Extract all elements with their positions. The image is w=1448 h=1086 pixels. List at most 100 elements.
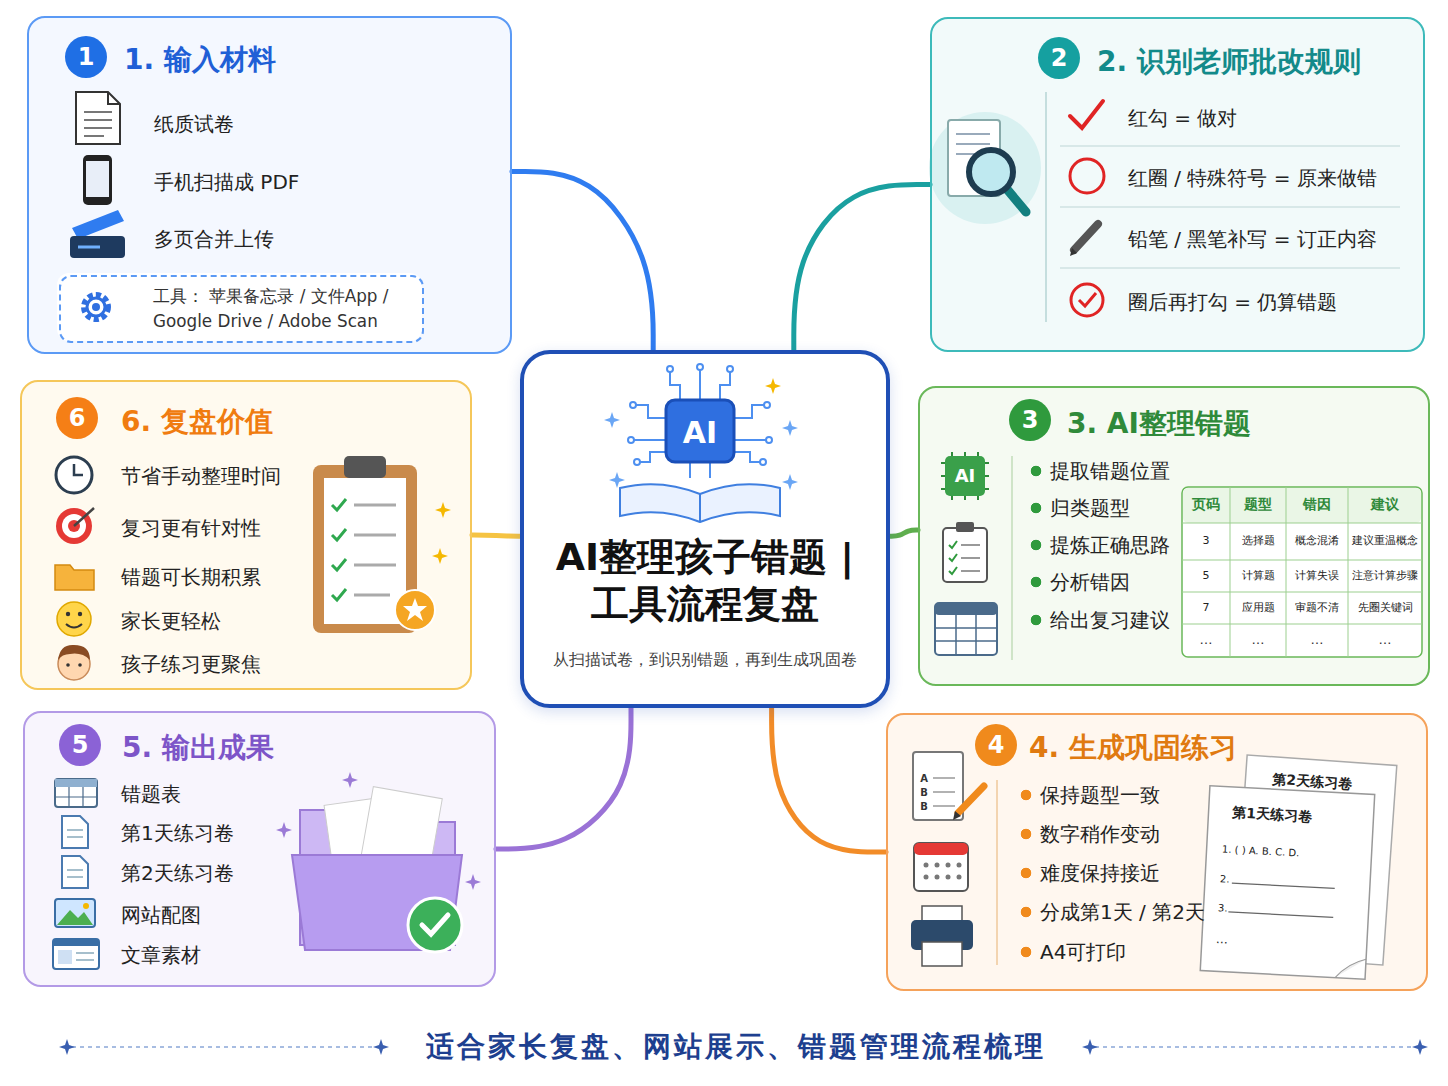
node-item: 难度保持接近 [1020,860,1160,886]
ai-chip-illustration [628,364,772,478]
chip-label: AI [955,466,976,486]
table-cell: 错因 [1303,497,1331,512]
branch-connector [496,708,631,849]
caption: 适合家长复盘、网站展示、错题管理流程梳理 [426,1032,1046,1063]
node-item: 保持题型一致 [1020,782,1160,808]
branch-connector [512,171,653,350]
callout-circles [56,36,1080,766]
node-item: A4可打印 [1020,939,1126,965]
sparkles [604,412,798,490]
callout-number: 3 [1022,407,1039,433]
table-cell: 审题不清 [1295,602,1339,614]
node-item: 提炼正确思路 [1030,532,1170,558]
node-item: 手机扫描成 PDF [154,169,299,195]
node-item: 归类题型 [1030,495,1130,521]
output-icons [53,779,462,969]
table-cell: 计算失误 [1295,570,1339,582]
node-item: 复习更有针对性 [121,515,261,541]
table-cell: 题型 [1244,497,1272,512]
node-item: 文章素材 [121,942,201,968]
worksheet-text: 第1天练习卷 [1232,805,1312,825]
node-item: 多页合并上传 [154,226,274,252]
chip-label: AI [683,416,717,449]
table-cell: 建议重温概念 [1352,535,1418,547]
node-heading: 1. 输入材料 [124,42,276,78]
branch-connector [472,535,520,536]
worksheet-text: … [1216,933,1229,947]
node-item: 分成第1天 / 第2天 [1020,899,1205,925]
table-cell: 注意计算步骤 [1352,570,1418,582]
input-icons [70,92,125,319]
table-cell: … [1379,633,1392,647]
practice-icons [911,752,1397,979]
node-item: 节省手动整理时间 [121,463,281,489]
node-item: 错题可长期积累 [121,564,261,590]
node-item: 家长更轻松 [121,608,221,634]
node-heading: 5. 输出成果 [122,730,274,766]
node-item: 给出复习建议 [1030,607,1170,633]
node-item: 孩子练习更聚焦 [121,651,261,677]
worksheet-text: 2. [1220,873,1230,884]
branch-connector [890,530,918,536]
branch-panel: 5. 输出成果错题表第1天练习卷第2天练习卷网站配图文章素材 [23,711,496,987]
table-cell: 选择题 [1242,535,1275,547]
tool-note-box: 工具： 苹果备忘录 / 文件App / Google Drive / Adobe… [59,275,424,343]
node-item: 从扫描试卷，到识别错题，再到生成巩固卷 [553,650,857,671]
worksheet-text: B [920,787,928,798]
branch-panel: 2. 识别老师批改规则红勾 = 做对红圈 / 特殊符号 = 原来做错铅笔 / 黑… [930,17,1425,352]
sparkles [276,772,481,890]
callout-number: 6 [69,405,86,431]
node-item: 铅笔 / 黑笔补写 = 订正内容 [1128,226,1377,252]
panel-grounds [20,16,1430,991]
worksheet-text: 1. ( ) A. B. C. D. [1222,843,1300,858]
node-item: 红勾 = 做对 [1128,105,1237,131]
table-cell: 建议 [1371,497,1399,512]
worksheet-text: B [920,801,928,812]
callout-number: 5 [72,732,89,758]
branch-panel: 1. 输入材料纸质试卷手机扫描成 PDF 多页合并上传工具： 苹果备忘录 / 文件… [27,16,512,354]
node-item: 红圈 / 特殊符号 = 原来做错 [1128,165,1377,191]
table-cell: 3 [1203,535,1210,547]
value-icons [55,456,435,680]
node-item: 提取错题位置 [1030,458,1170,484]
branch-panel: 6. 复盘价值节省手动整理时间复习更有针对性错题可长期积累家长更轻松孩子练习更聚… [20,380,472,690]
table-cell: … [1200,633,1213,647]
node-heading: 4. 生成巩固练习 [1029,730,1237,766]
callout-number: 1 [78,44,95,70]
worksheet-text: A [920,773,928,784]
rule-icons [929,92,1400,322]
node-item: 网站配图 [121,902,201,928]
node-item: 纸质试卷 [154,111,234,137]
table-cell: 页码 [1192,497,1220,512]
table-cell: 先圈关键词 [1358,602,1413,614]
table-cell: 计算题 [1242,570,1275,582]
callout-number: 4 [988,732,1005,758]
organize-icons [935,452,1422,660]
node-item: 圈后再打勾 = 仍算错题 [1128,289,1337,315]
node-heading: AI整理孩子错题 | 工具流程复盘 [524,534,886,628]
ai-chip [666,400,734,462]
node-heading: 6. 复盘价值 [121,404,273,440]
node-heading: 2. 识别老师批改规则 [1097,44,1361,80]
table-cell: 应用题 [1242,602,1275,614]
node-item: 错题表 [121,781,181,807]
node-item: 第2天练习卷 [121,860,234,886]
node-item: 第1天练习卷 [121,820,234,846]
table-cell: 概念混淆 [1295,535,1339,547]
node-heading: 3. AI整理错题 [1067,406,1251,442]
worksheet-text: 3. [1218,902,1228,913]
branch-connector [794,185,930,351]
node-item: 分析错因 [1030,569,1130,595]
book [620,484,780,522]
node-item: 数字稍作变动 [1020,821,1160,847]
table-cell: … [1311,633,1324,647]
node-heading: 工具： 苹果备忘录 / 文件App / Google Drive / Adobe… [153,284,421,334]
branch-panel: 4. 生成巩固练习保持题型一致数字稍作变动难度保持接近分成第1天 / 第2天A4… [886,713,1428,991]
table-cell: … [1252,633,1265,647]
table-cell: 5 [1203,570,1210,582]
central-topic: AI整理孩子错题 | 工具流程复盘从扫描试卷，到识别错题，再到生成巩固卷 [520,350,890,708]
branch-connector [772,708,886,852]
worksheet-text: 第2天练习卷 [1272,772,1353,793]
table-cell: 7 [1203,602,1210,614]
